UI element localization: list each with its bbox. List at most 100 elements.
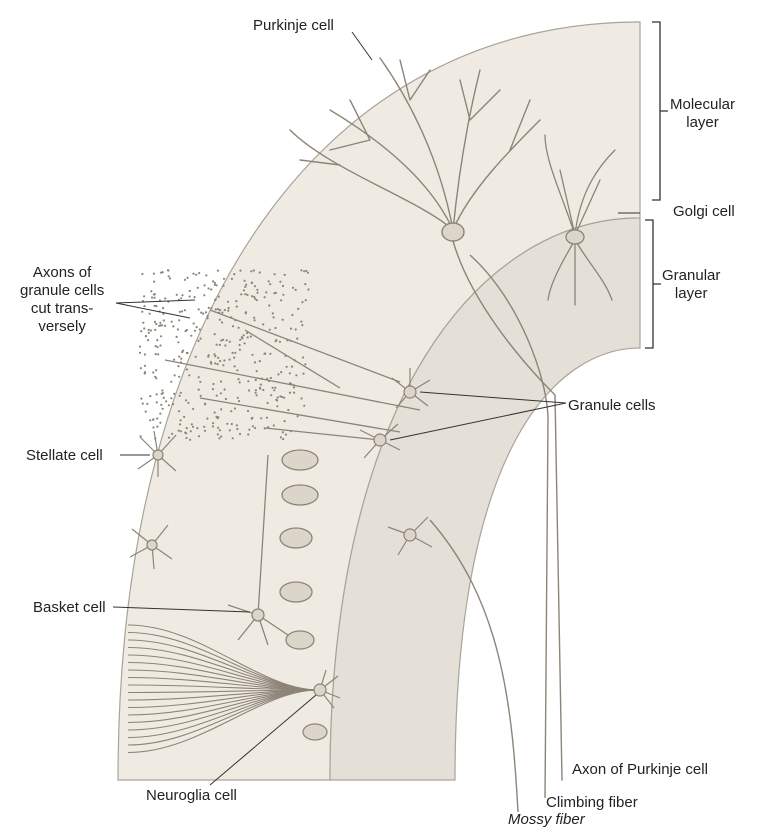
transverse-axon-dot	[242, 289, 245, 292]
granule-cells	[359, 368, 433, 556]
transverse-axon-dot	[165, 400, 168, 403]
granule-cells-leader	[419, 391, 567, 404]
transverse-axon-dot	[281, 431, 284, 434]
transverse-axon-dot	[138, 345, 142, 348]
transverse-axon-dot	[251, 353, 254, 356]
transverse-axon-dot	[181, 294, 184, 297]
neuroglia-fiber	[127, 689, 319, 754]
transverse-axon-dot	[153, 320, 157, 323]
transverse-axon-dot	[167, 275, 170, 278]
transverse-axon-dot	[216, 269, 220, 272]
transverse-axon-dot	[223, 308, 226, 312]
transverse-axon-dot	[190, 423, 193, 426]
transverse-axon-dot	[225, 339, 228, 342]
transverse-axon-dot	[177, 341, 180, 344]
transverse-axon-dot	[227, 309, 230, 312]
transverse-axon-dot	[143, 372, 146, 375]
transverse-axon-dot	[242, 334, 245, 337]
transverse-axon-dot	[197, 376, 200, 379]
molecular-layer-bracket	[652, 21, 668, 201]
transverse-axon-dot	[235, 424, 238, 427]
transverse-axon-dot	[172, 358, 176, 361]
label-stellate-cell: Stellate cell	[26, 447, 103, 464]
transverse-axon-dot	[270, 394, 273, 397]
transverse-axon-dot	[154, 375, 157, 378]
label-neuroglia-cell: Neuroglia cell	[146, 787, 237, 804]
transverse-axon-dot	[207, 354, 210, 357]
transverse-axon-dots	[138, 269, 310, 441]
transverse-axon-dot	[152, 418, 155, 421]
transverse-axon-dot	[184, 399, 188, 402]
transverse-axon-dot	[236, 369, 239, 372]
transverse-axon-dot	[183, 415, 186, 418]
transverse-axon-dot	[224, 344, 227, 347]
transverse-axon-dot	[220, 339, 223, 342]
transverse-axon-dot	[205, 274, 208, 277]
transverse-axon-dot	[140, 397, 143, 400]
transverse-axon-dot	[152, 371, 155, 374]
transverse-axon-dot	[192, 407, 195, 410]
transverse-axon-dot	[228, 429, 231, 432]
transverse-axon-dot	[301, 324, 304, 327]
transverse-axon-dot	[141, 402, 144, 405]
axons-granule-leader	[115, 302, 191, 319]
transverse-axon-dot	[203, 294, 206, 297]
transverse-axon-dot	[217, 426, 220, 429]
transverse-axon-dot	[218, 318, 221, 321]
transverse-axon-dot	[262, 323, 265, 326]
transverse-axon-dot	[199, 394, 202, 397]
transverse-axon-dot	[255, 394, 258, 397]
transverse-axon-dot	[274, 340, 277, 343]
transverse-axon-dot	[192, 322, 195, 325]
transverse-axon-dot	[233, 407, 237, 410]
transverse-axon-dot	[247, 380, 250, 383]
transverse-axon-dot	[264, 352, 267, 355]
transverse-axon-dot	[189, 430, 192, 433]
transverse-axon-dot	[142, 321, 145, 324]
transverse-axon-dot	[183, 309, 186, 312]
transverse-axon-dot	[177, 365, 180, 368]
transverse-axon-dot	[189, 438, 192, 441]
transverse-axon-dot	[161, 392, 164, 395]
transverse-axon-dot	[222, 364, 225, 367]
neuroglia-leader	[209, 694, 317, 786]
transverse-axon-dot	[197, 308, 200, 311]
transverse-axon-dot	[223, 359, 226, 362]
transverse-axon-dot	[149, 419, 152, 422]
transverse-axon-dot	[216, 308, 220, 311]
granule-cells-leader	[389, 402, 567, 441]
transverse-axon-dot	[204, 311, 208, 314]
purkinje-dendrite	[329, 109, 454, 231]
transverse-axon-dot	[251, 425, 254, 428]
transverse-axon-dot	[206, 314, 209, 318]
transverse-axon-dot	[181, 351, 184, 354]
transverse-axon-dot	[238, 400, 241, 403]
transverse-axon-dot	[283, 420, 286, 423]
label-granule-cells: Granule cells	[568, 397, 656, 414]
transverse-axon-dot	[256, 291, 259, 294]
transverse-axon-dot	[248, 389, 251, 392]
transverse-axon-dot	[237, 326, 240, 329]
transverse-axon-dot	[144, 410, 147, 413]
transverse-axon-dot	[172, 325, 175, 328]
transverse-axon-dot	[231, 437, 234, 440]
transverse-axon-dot	[254, 297, 257, 300]
transverse-axon-dot	[240, 293, 243, 296]
transverse-axon-dot	[160, 403, 163, 406]
transverse-axon-dot	[213, 333, 216, 336]
transverse-axon-dot	[153, 280, 156, 283]
transverse-axon-dot	[141, 310, 144, 313]
transverse-axon-dot	[167, 269, 170, 272]
transverse-axon-dot	[282, 438, 285, 441]
transverse-axon-dot	[305, 269, 308, 272]
layer-brackets	[645, 21, 668, 349]
transverse-axon-dot	[236, 427, 239, 431]
transverse-axon-dot	[150, 290, 153, 293]
transverse-axon-dot	[154, 353, 157, 356]
transverse-axon-dot	[233, 273, 236, 276]
transverse-axon-dot	[289, 327, 293, 330]
afferent-fibers	[429, 254, 549, 813]
transverse-axon-dot	[302, 372, 305, 375]
transverse-axon-dot	[279, 436, 282, 439]
transverse-axon-dot	[271, 386, 274, 389]
